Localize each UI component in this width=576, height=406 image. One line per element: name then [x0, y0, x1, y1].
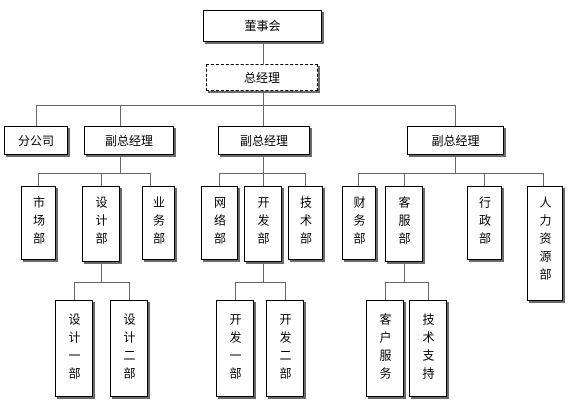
design-team-1-box: 设计一部 [55, 300, 93, 397]
technology-dept-label: 技术部 [298, 196, 313, 250]
dev-team-1-box: 开发一部 [216, 300, 254, 397]
connector [38, 173, 39, 186]
dev-team-2-label: 开发二部 [278, 312, 292, 385]
connector [484, 173, 485, 186]
marketing-dept-box: 市场部 [21, 186, 56, 260]
administration-dept-box: 行政部 [467, 186, 502, 260]
customer-support-label: 客户服务 [378, 312, 392, 385]
general-manager-box: 总经理 [206, 64, 318, 91]
vice-gm-left-box: 副总经理 [84, 126, 174, 155]
connector [101, 173, 102, 186]
connector [385, 282, 386, 300]
board-label: 董事会 [244, 19, 281, 33]
connector [404, 262, 405, 282]
connector [263, 91, 264, 105]
branch-office-box: 分公司 [4, 126, 68, 155]
vice-gm-center-box: 副总经理 [218, 126, 310, 155]
connector [263, 42, 264, 64]
customer-service-dept-label: 客服部 [397, 196, 411, 250]
network-dept-box: 网络部 [201, 186, 238, 260]
design-team-2-box: 设计二部 [110, 300, 148, 397]
connector [101, 262, 102, 282]
vice-gm-center-label: 副总经理 [239, 133, 288, 148]
network-dept-label: 网络部 [212, 196, 227, 250]
vice-gm-left-label: 副总经理 [104, 133, 153, 148]
finance-dept-label: 财务部 [352, 196, 366, 250]
design-team-1-label: 设计一部 [67, 312, 81, 385]
connector [385, 282, 428, 283]
development-dept-label: 开发部 [256, 196, 270, 250]
connector [543, 173, 544, 186]
tech-support-label: 技术支持 [421, 312, 435, 385]
business-dept-label: 业务部 [151, 196, 166, 250]
connector [235, 282, 285, 283]
connector [150, 173, 151, 186]
connector [120, 105, 121, 126]
connector [219, 173, 305, 174]
connector [129, 282, 130, 300]
finance-dept-box: 财务部 [342, 186, 376, 260]
connector [263, 262, 264, 282]
marketing-dept-label: 市场部 [31, 196, 46, 250]
administration-dept-label: 行政部 [477, 196, 492, 250]
general-manager-label: 总经理 [243, 70, 280, 85]
dev-team-1-label: 开发一部 [228, 312, 242, 385]
connector [428, 282, 429, 300]
design-dept-box: 设计部 [82, 186, 120, 262]
connector [263, 105, 264, 126]
connector [455, 105, 456, 126]
development-dept-box: 开发部 [244, 186, 282, 262]
connector [263, 173, 264, 186]
connector [120, 155, 121, 173]
connector [305, 173, 306, 186]
connector [74, 282, 75, 300]
customer-support-box: 客户服务 [366, 300, 404, 397]
branch-office-label: 分公司 [17, 133, 54, 148]
connector [263, 155, 264, 173]
design-team-2-label: 设计二部 [122, 312, 136, 385]
human-resources-dept-box: 人力资源部 [527, 186, 563, 301]
vice-gm-right-box: 副总经理 [407, 126, 504, 155]
connector [285, 282, 286, 300]
connector [358, 173, 359, 186]
human-resources-dept-label: 人力资源部 [538, 196, 552, 286]
connector [74, 282, 129, 283]
technology-dept-box: 技术部 [288, 186, 323, 260]
vice-gm-right-label: 副总经理 [431, 133, 480, 148]
connector [219, 173, 220, 186]
business-dept-box: 业务部 [142, 186, 175, 260]
connector [38, 173, 150, 174]
connector [404, 173, 405, 186]
connector [36, 105, 37, 126]
connector [36, 105, 455, 106]
design-dept-label: 设计部 [94, 196, 108, 250]
customer-service-dept-box: 客服部 [385, 186, 423, 262]
connector [358, 173, 543, 174]
connector [455, 155, 456, 173]
board-box: 董事会 [203, 10, 322, 42]
tech-support-box: 技术支持 [409, 300, 447, 397]
connector [235, 282, 236, 300]
dev-team-2-box: 开发二部 [266, 300, 304, 397]
